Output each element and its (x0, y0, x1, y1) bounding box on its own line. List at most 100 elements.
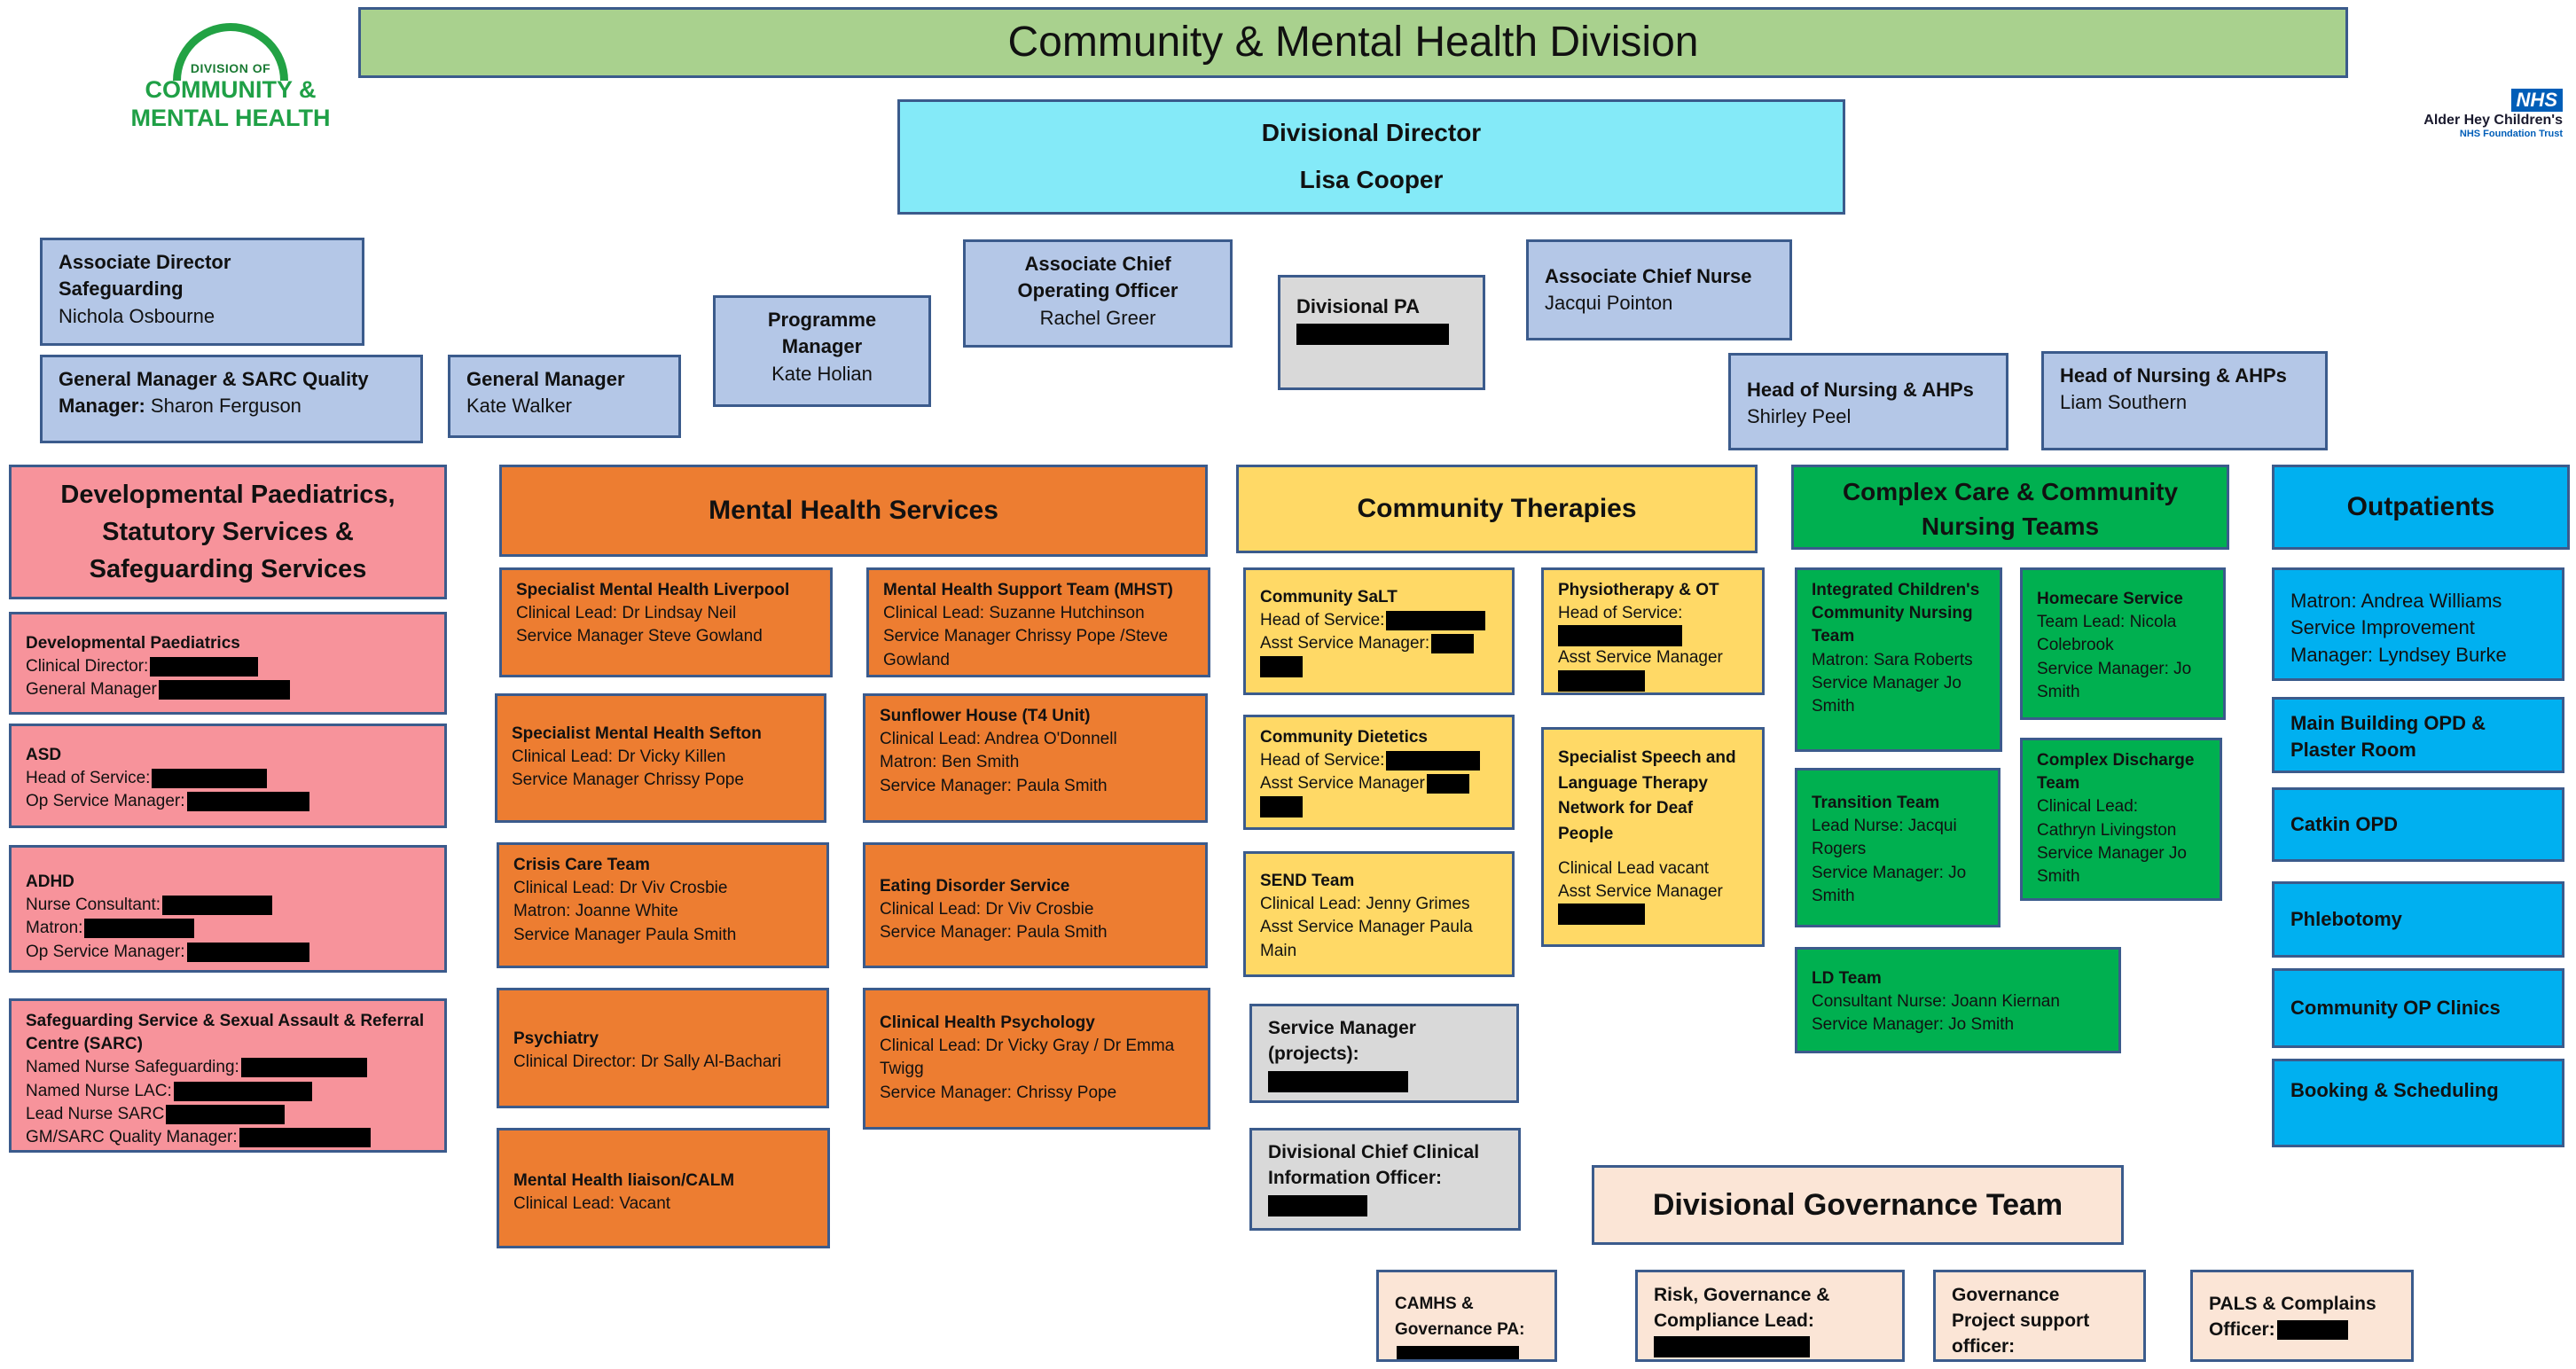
person-name: Kate Holian (771, 362, 873, 385)
team-title: Developmental Paediatrics (26, 634, 240, 653)
team-line: Clinical Lead: Dr Vicky Killen (512, 747, 726, 767)
team-title: Community Dietetics (1260, 728, 1428, 747)
team-line: Service Manager Jo Smith (1812, 673, 1961, 716)
person-name: Jacqui Pointon (1545, 292, 1673, 315)
role-label: Head of Nursing & AHPs (1747, 379, 1974, 401)
team-title: ADHD (26, 872, 74, 891)
redacted-value (162, 896, 273, 916)
team-line: Service Manager: Jo Smith (1812, 1015, 2015, 1035)
director-role: Divisional Director (1261, 119, 1482, 146)
team-line: Clinical Director: Dr Sally Al-Bachari (513, 1052, 781, 1072)
gov-role-label: CAMHS & Governance PA: (1395, 1295, 1525, 1339)
team-title: Psychiatry (513, 1029, 599, 1048)
team-line: Matron: Sara Roberts (1812, 650, 1973, 669)
team-line: Asst Service Manager (1558, 882, 1723, 902)
section-title: Mental Health Services (709, 496, 998, 526)
redacted-value (173, 1081, 312, 1101)
matron-line: Matron: Andrea Williams (2290, 590, 2502, 612)
team-crisis-care: Crisis Care Team Clinical Lead: Dr Viv C… (497, 842, 829, 968)
team-line: Consultant Nurse: Joann Kiernan (1812, 992, 2060, 1012)
team-line: Service Manager: Paula Smith (880, 776, 1108, 795)
team-developmental-paediatrics: Developmental Paediatrics Clinical Direc… (9, 612, 447, 715)
team-title: Safeguarding Service & Sexual Assault & … (26, 1012, 425, 1054)
outpatients-community-op: Community OP Clinics (2272, 968, 2564, 1048)
team-title: Eating Disorder Service (880, 877, 1070, 896)
team-send: SEND Team Clinical Lead: Jenny Grimes As… (1243, 851, 1515, 977)
team-specialist-mh-liverpool: Specialist Mental Health Liverpool Clini… (499, 567, 833, 677)
page-title: Community & Mental Health Division (358, 7, 2348, 78)
role-label: Associate Chief Operating Officer (1017, 253, 1178, 302)
outpatient-item-label: Booking & Scheduling (2290, 1079, 2499, 1101)
section-title: Complex Care & Community (1842, 478, 2179, 505)
assoc-chief-nurse: Associate Chief Nurse Jacqui Pointon (1526, 239, 1792, 340)
team-mh-liaison-calm: Mental Health liaison/CALM Clinical Lead… (497, 1128, 830, 1248)
page-title-text: Community & Mental Health Division (1007, 18, 1699, 66)
redacted-value (1260, 655, 1303, 677)
team-line: Clinical Director: (26, 657, 149, 677)
team-ld: LD Team Consultant Nurse: Joann Kiernan … (1795, 947, 2121, 1053)
redacted-value (152, 769, 268, 789)
gov-camhs-pa: CAMHS & Governance PA: (1376, 1270, 1557, 1362)
person-name: Shirley Peel (1747, 405, 1852, 428)
trust-subtitle: NHS Foundation Trust (2459, 129, 2563, 140)
team-title: Specialist Mental Health Liverpool (516, 581, 790, 599)
nhs-logo-icon: NHS (2510, 89, 2563, 112)
redacted-value (166, 1104, 286, 1124)
gov-role-label: Risk, Governance & Compliance Lead: (1654, 1285, 1830, 1331)
team-title: Crisis Care Team (513, 856, 650, 874)
team-line: Named Nurse LAC: (26, 1081, 172, 1100)
team-title: Specialist Mental Health Sefton (512, 724, 762, 743)
mental-health-header: Mental Health Services (499, 465, 1208, 557)
redacted-name (1296, 324, 1449, 346)
outpatients-booking: Booking & Scheduling (2272, 1059, 2564, 1147)
team-title: LD Team (1812, 969, 1882, 988)
team-line: Service Manager Jo Smith (2037, 843, 2187, 887)
team-complex-discharge: Complex Discharge Team Clinical Lead: Ca… (2020, 738, 2222, 901)
team-line: Clinical Lead: (2037, 797, 2139, 817)
outpatients-catkin: Catkin OPD (2272, 787, 2564, 862)
team-title: SEND Team (1260, 872, 1355, 890)
person-name: Kate Walker (466, 395, 573, 418)
team-line: Service Manager Steve Gowland (516, 627, 763, 646)
outpatients-main-building: Main Building OPD & Plaster Room (2272, 697, 2564, 773)
team-line: GM/SARC Quality Manager: (26, 1128, 238, 1147)
team-eating-disorder: Eating Disorder Service Clinical Lead: D… (863, 842, 1208, 968)
team-line: Asst Service Manager (1260, 774, 1425, 794)
redacted-value (1386, 611, 1486, 631)
gov-pals: PALS & Complains Officer: (2190, 1270, 2414, 1362)
team-title: Community SaLT (1260, 588, 1398, 606)
role-label: Divisional Chief Clinical Information Of… (1268, 1142, 1480, 1189)
person-name: Liam Southern (2060, 391, 2188, 414)
role-label: Associate Director Safeguarding (59, 251, 231, 301)
team-line: Head of Service: (1558, 604, 1683, 623)
assoc-chief-operating-officer: Associate Chief Operating Officer Rachel… (963, 239, 1233, 348)
team-line: Op Service Manager: (26, 792, 185, 811)
redacted-value (1268, 1194, 1367, 1216)
team-line: Clinical Lead: Dr Vicky Gray / Dr Emma T… (880, 1037, 1175, 1079)
role-label: General Manager (466, 368, 625, 390)
developmental-header: Developmental Paediatrics, Statutory Ser… (9, 465, 447, 599)
team-line: Matron: (26, 919, 83, 938)
gov-project-support: Governance Project support officer: (1933, 1270, 2146, 1362)
team-title: Integrated Children's Community Nursing … (1812, 581, 1980, 646)
redacted-value (1260, 795, 1303, 817)
trust-logo: NHS Alder Hey Children's NHS Foundation … (2394, 89, 2563, 139)
divisional-pa: Divisional PA (1278, 275, 1485, 390)
redacted-value (239, 1128, 371, 1148)
section-title: Developmental Paediatrics, Statutory Ser… (60, 480, 395, 584)
team-clinical-health-psychology: Clinical Health Psychology Clinical Lead… (863, 988, 1210, 1130)
person-name: Rachel Greer (1039, 306, 1156, 329)
team-line: Clinical Lead: Jenny Grimes (1260, 895, 1470, 914)
team-line: Clinical Lead: Dr Lindsay Neil (516, 604, 737, 623)
team-line: Team Lead: Nicola Colebrook (2037, 613, 2177, 655)
general-manager: General Manager Kate Walker (448, 355, 681, 438)
team-line: Clinical Lead: Suzanne Hutchinson (883, 604, 1145, 623)
team-line: Matron: Ben Smith (880, 753, 1020, 772)
team-title: Specialist Speech and Language Therapy N… (1558, 748, 1736, 843)
outpatient-item-label: Phlebotomy (2290, 907, 2402, 930)
team-sunflower-house: Sunflower House (T4 Unit) Clinical Lead:… (863, 693, 1208, 823)
redacted-value (1431, 634, 1475, 654)
redacted-value (1426, 774, 1469, 794)
team-title: Clinical Health Psychology (880, 1013, 1095, 1032)
complex-care-header: Complex Care & Community Nursing Teams (1791, 465, 2229, 550)
